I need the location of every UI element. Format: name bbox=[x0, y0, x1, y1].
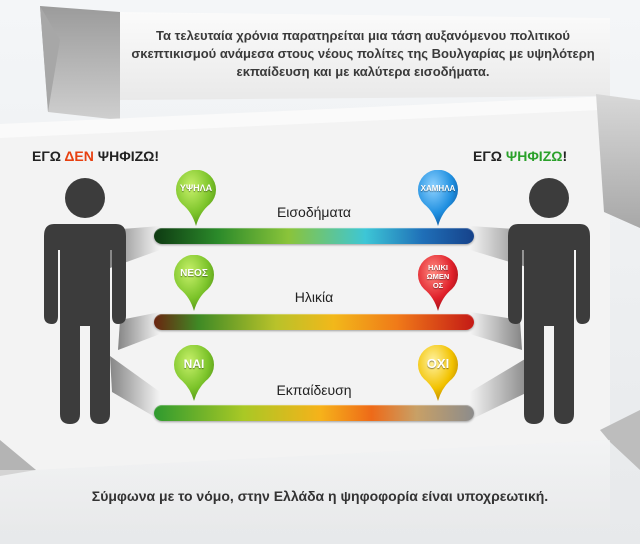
pin-education-no: ΟΧΙ bbox=[416, 344, 460, 403]
pin-label-young: ΝΕΟΣ bbox=[180, 268, 208, 279]
map-pin-blue-icon bbox=[418, 169, 458, 226]
person-left-icon bbox=[44, 178, 126, 424]
map-pin-red-icon bbox=[418, 254, 458, 311]
pin-income-low: ΧΑΜΗΛΑ bbox=[416, 169, 460, 228]
footer-text: Σύμφωνα με το νόμο, στην Ελλάδα η ψηφοφο… bbox=[91, 488, 549, 504]
person-right-icon bbox=[508, 178, 590, 424]
row-label-income: Εισοδήματα bbox=[276, 204, 352, 220]
pin-label-high: ΥΨΗΛΑ bbox=[179, 183, 213, 193]
pin-income-high: ΥΨΗΛΑ bbox=[174, 169, 218, 228]
pin-label-old-2: ΩΜΕΝ bbox=[426, 272, 450, 281]
pin-age-old: ΗΛΙΚΙ ΩΜΕΝ ΟΣ bbox=[416, 254, 460, 313]
map-pin-yellow-icon bbox=[418, 344, 458, 401]
row-label-education: Εκπαίδευση bbox=[276, 382, 352, 398]
left-title-accent: ΔΕΝ bbox=[64, 148, 94, 164]
right-title-accent: ΨΗΦΙΖΩ bbox=[505, 148, 563, 164]
row-label-age: Ηλικία bbox=[294, 289, 334, 305]
gradient-bar-age bbox=[154, 314, 474, 330]
map-pin-green-icon bbox=[174, 254, 214, 311]
map-pin-green-icon bbox=[176, 169, 216, 226]
gradient-bar-income bbox=[154, 228, 474, 244]
right-title-part2: ! bbox=[562, 148, 568, 164]
pin-label-old-3: ΟΣ bbox=[432, 281, 444, 290]
left-title-part2: ΨΗΦΙΖΩ! bbox=[93, 148, 160, 164]
pin-label-low: ΧΑΜΗΛΑ bbox=[420, 184, 456, 193]
pin-label-old-1: ΗΛΙΚΙ bbox=[427, 263, 448, 272]
pin-age-young: ΝΕΟΣ bbox=[172, 254, 216, 313]
intro-text: Τα τελευταία χρόνια παρατηρείται μια τάσ… bbox=[131, 28, 595, 79]
pin-label-yes: ΝΑΙ bbox=[183, 357, 205, 371]
right-title-part1: ΕΓΩ bbox=[473, 148, 506, 164]
pin-education-yes: ΝΑΙ bbox=[172, 344, 216, 403]
left-title: ΕΓΩ ΔΕΝ ΨΗΦΙΖΩ! bbox=[32, 148, 159, 164]
map-pin-green-icon bbox=[174, 344, 214, 401]
left-title-part1: ΕΓΩ bbox=[32, 148, 65, 164]
gradient-bar-education bbox=[154, 405, 474, 421]
pin-label-no: ΟΧΙ bbox=[426, 356, 450, 371]
right-title: ΕΓΩ ΨΗΦΙΖΩ! bbox=[473, 148, 567, 164]
